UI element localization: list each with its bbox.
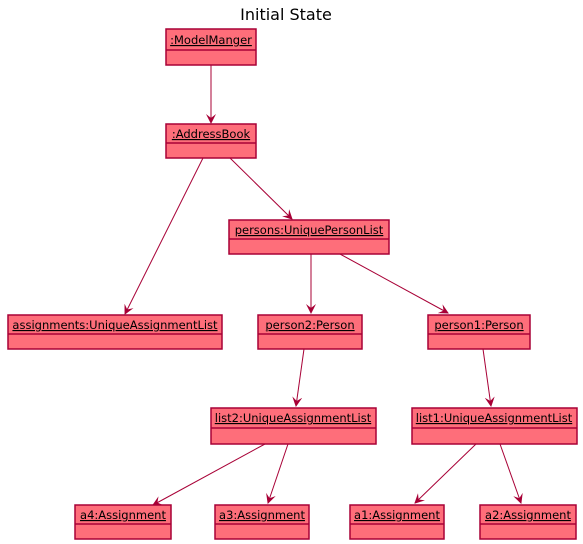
diagram-title: Initial State [240, 5, 332, 24]
edge-addressbook-assignments [124, 157, 204, 315]
object-label: list2:UniqueAssignmentList [215, 411, 372, 425]
edges [124, 65, 523, 506]
edge-addressbook-persons [229, 157, 293, 220]
object-label: :ModelManger [170, 33, 252, 47]
object-label: a1:Assignment [354, 508, 440, 522]
object-person1: person1:Person [427, 314, 531, 350]
object-label: a3:Assignment [219, 508, 305, 522]
object-label: person2:Person [265, 318, 354, 332]
object-a4: a4:Assignment [74, 504, 172, 540]
edge-persons-person1 [339, 253, 449, 314]
object-a1: a1:Assignment [349, 504, 445, 540]
object-label: a2:Assignment [485, 508, 571, 522]
object-label: list1:UniqueAssignmentList [416, 411, 573, 425]
object-assignments: assignments:UniqueAssignmentList [7, 314, 223, 350]
edge-list2-a3 [266, 443, 289, 504]
object-person2: person2:Person [257, 314, 363, 350]
object-label: person1:Person [434, 318, 523, 332]
object-list1: list1:UniqueAssignmentList [411, 407, 578, 445]
object-label: :AddressBook [172, 127, 251, 141]
object-address-book: :AddressBook [165, 123, 257, 159]
edge-list1-a2 [499, 443, 523, 504]
edge-person1-list1 [482, 348, 495, 407]
object-a2: a2:Assignment [479, 504, 577, 540]
edge-list1-a1 [414, 443, 477, 504]
object-list2: list2:UniqueAssignmentList [210, 407, 377, 445]
object-label: persons:UniquePersonList [235, 223, 384, 237]
edge-person2-list2 [292, 348, 305, 407]
object-label: assignments:UniqueAssignmentList [12, 318, 218, 332]
edge-list2-a4 [152, 443, 266, 506]
nodes: :ModelManger :AddressBook persons:Unique… [7, 28, 578, 540]
object-persons: persons:UniquePersonList [228, 219, 390, 255]
object-a3: a3:Assignment [214, 504, 310, 540]
object-model-manager: :ModelManger [165, 28, 257, 66]
object-label: a4:Assignment [80, 508, 166, 522]
